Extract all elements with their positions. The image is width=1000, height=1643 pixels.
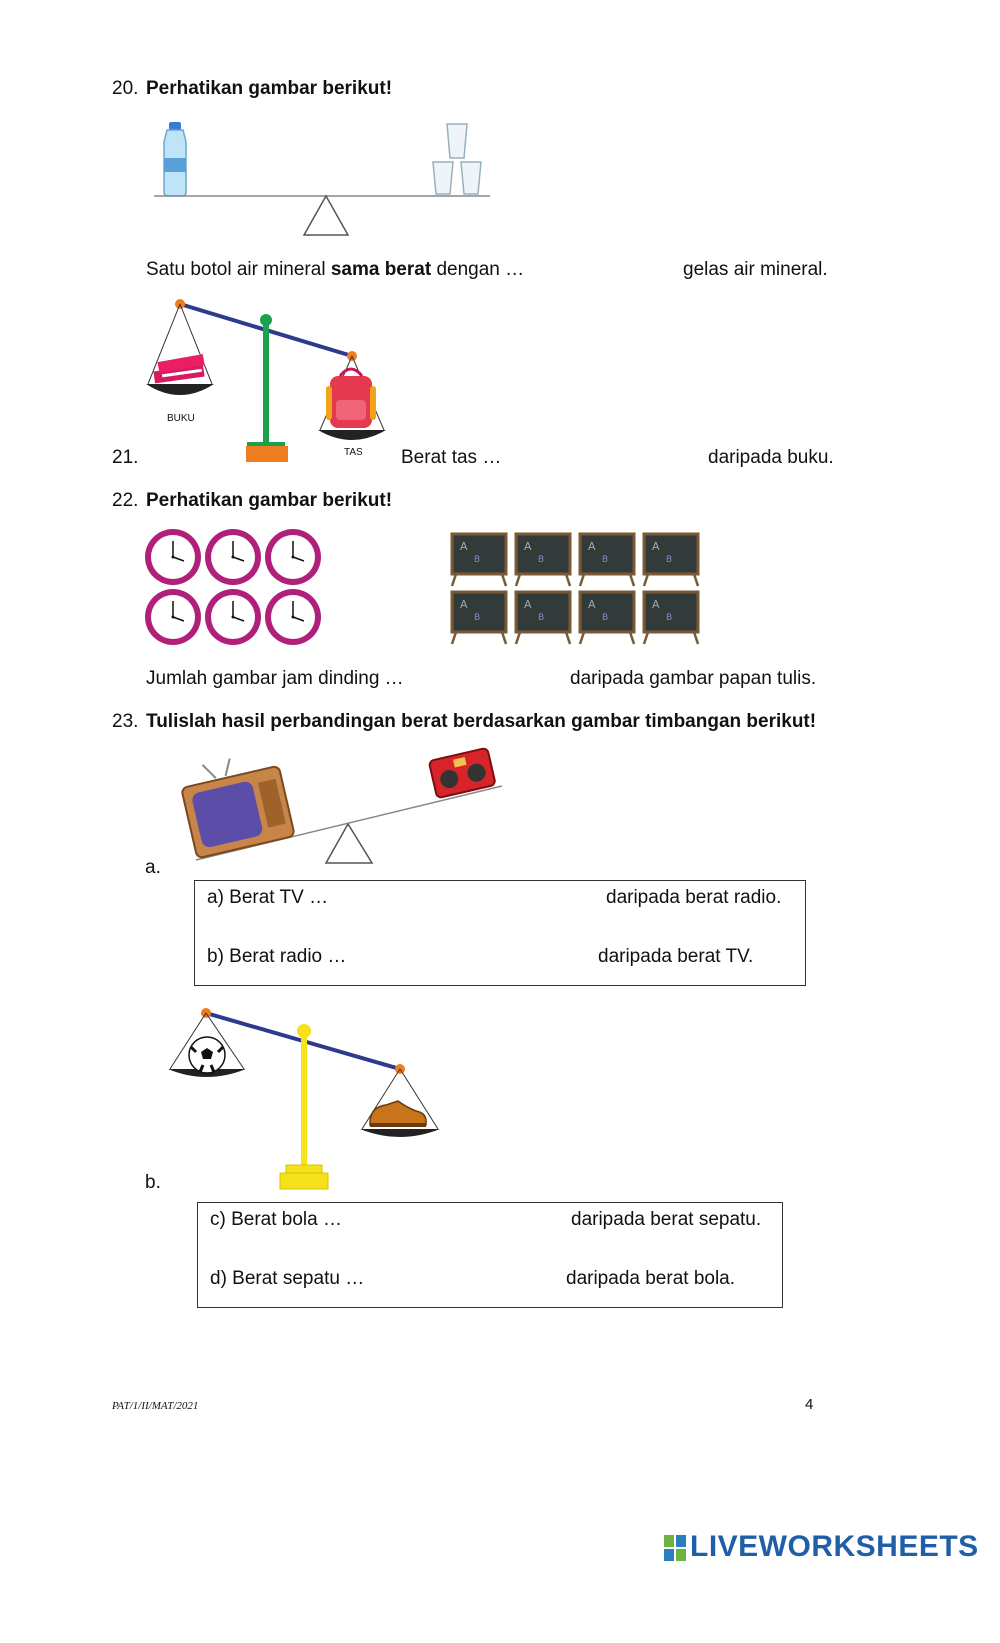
q23-b-line2-end: daripada berat bola. xyxy=(566,1268,736,1289)
backpack-icon xyxy=(326,367,376,428)
clock-icon xyxy=(204,528,262,586)
q23-part-b-box: c) Berat bola … daripada berat sepatu. d… xyxy=(197,1202,783,1308)
q20-sentence-bold: sama berat xyxy=(330,259,432,280)
q23-part-b-label: b. xyxy=(145,1172,161,1193)
q23-number: 23. xyxy=(112,711,139,732)
radio-icon xyxy=(428,747,496,799)
shoe-icon xyxy=(369,1100,427,1127)
wall-clocks-group xyxy=(144,528,322,646)
q23-a-line1: a) Berat TV … xyxy=(207,887,329,908)
footer-code: PAT/1/II/MAT/2021 xyxy=(112,1400,199,1412)
q22-heading: Perhatikan gambar berikut! xyxy=(146,490,393,511)
q21-sentence: Berat tas … xyxy=(401,447,502,468)
water-bottle-icon xyxy=(163,122,187,197)
cups-icon xyxy=(432,123,482,195)
tv-icon xyxy=(181,758,295,859)
clock-icon xyxy=(144,528,202,586)
q23-part-a-label: a. xyxy=(145,857,161,878)
q20-sentence-end: gelas air mineral. xyxy=(683,259,828,280)
football-icon xyxy=(188,1036,226,1074)
q20-sentence-b: dengan … xyxy=(431,259,525,280)
q20-sentence-a: Satu botol air mineral xyxy=(146,259,331,280)
q21-label-right: TAS xyxy=(344,447,363,458)
clock-icon xyxy=(264,528,322,586)
liveworksheets-logo[interactable]: LIVEWORKSHEETS xyxy=(664,1530,978,1566)
liveworksheets-logo-icon xyxy=(664,1535,686,1561)
page-number: 4 xyxy=(805,1396,814,1413)
q23-heading: Tulislah hasil perbandingan berat berdas… xyxy=(146,711,817,732)
q22-sentence: Jumlah gambar jam dinding … xyxy=(146,668,404,689)
blackboard-icon xyxy=(450,590,508,646)
q23-b-line1: c) Berat bola … xyxy=(210,1209,342,1230)
clock-icon xyxy=(144,588,202,646)
clock-icon xyxy=(264,588,322,646)
blackboards-group: A B xyxy=(450,532,700,646)
q21-number: 21. xyxy=(112,447,139,468)
q21-label-left: BUKU xyxy=(167,413,195,424)
q23-b-line2: d) Berat sepatu … xyxy=(210,1268,365,1289)
balance-ball-shoe xyxy=(168,1008,440,1190)
blackboard-icon xyxy=(642,532,700,588)
blackboard-icon xyxy=(450,532,508,588)
q23-a-line1-end: daripada berat radio. xyxy=(606,887,782,908)
q23-part-a-box: a) Berat TV … daripada berat radio. b) B… xyxy=(194,880,806,986)
blackboard-icon xyxy=(642,590,700,646)
seesaw-tv-radio xyxy=(181,747,503,864)
balance-books-bag xyxy=(146,299,386,462)
blackboard-icon xyxy=(514,532,572,588)
q20-number: 20. xyxy=(112,78,139,99)
q20-sentence: Satu botol air mineral sama berat dengan… xyxy=(146,259,524,281)
q23-b-line1-end: daripada berat sepatu. xyxy=(571,1209,762,1230)
clock-icon xyxy=(204,588,262,646)
blackboard-icon xyxy=(578,590,636,646)
q23-a-line2: b) Berat radio … xyxy=(207,946,347,967)
q20-heading: Perhatikan gambar berikut! xyxy=(146,78,393,99)
liveworksheets-logo-text: LIVEWORKSHEETS xyxy=(690,1530,979,1563)
q22-sentence-end: daripada gambar papan tulis. xyxy=(570,668,817,689)
blackboard-icon xyxy=(578,532,636,588)
q22-number: 22. xyxy=(112,490,139,511)
seesaw-bottle-cups xyxy=(154,122,490,236)
blackboard-icon xyxy=(514,590,572,646)
q23-a-line2-end: daripada berat TV. xyxy=(598,946,754,967)
books-icon xyxy=(153,354,205,384)
q21-sentence-end: daripada buku. xyxy=(708,447,834,468)
